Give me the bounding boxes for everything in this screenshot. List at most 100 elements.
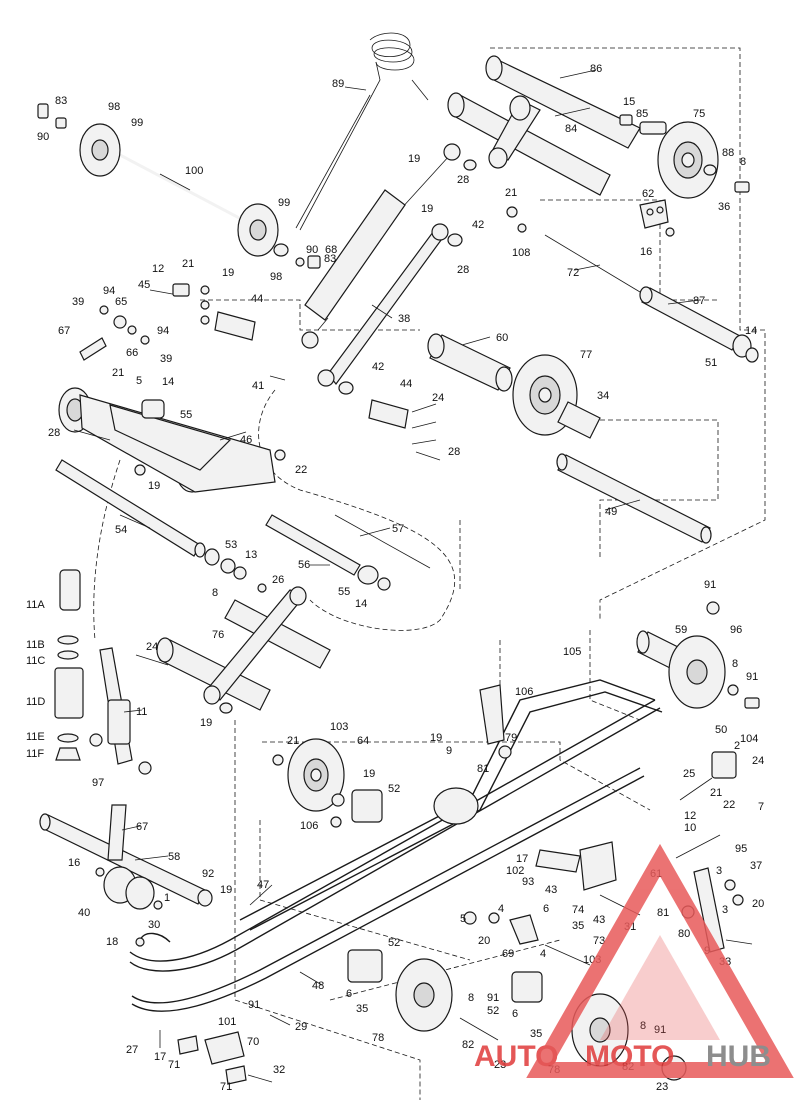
part-label: 100 <box>185 165 203 177</box>
part-label: 88 <box>722 147 734 159</box>
part-label: 50 <box>715 724 727 736</box>
part-label: 13 <box>245 549 257 561</box>
part-label: 49 <box>605 506 617 518</box>
shaft-87 <box>639 286 759 363</box>
part-label: 98 <box>108 101 120 113</box>
part-label: 73 <box>593 935 605 947</box>
part-label: 68 <box>325 244 337 256</box>
part-label: 71 <box>220 1081 232 1093</box>
part-label: 52 <box>388 783 400 795</box>
part-label: 102 <box>506 865 524 877</box>
part-label: 69 <box>502 948 514 960</box>
part-label: 56 <box>298 559 310 571</box>
part-label: 4 <box>498 903 504 915</box>
part-label: 108 <box>512 247 530 259</box>
assembly-dashed-lines <box>93 47 766 1100</box>
watermark-auto-text: AUTO <box>474 1040 558 1073</box>
part-label: 43 <box>545 884 557 896</box>
wheel-96-group <box>636 601 760 709</box>
part-label: 3 <box>716 865 722 877</box>
part-label: 23 <box>656 1081 668 1093</box>
front-axle-58 <box>39 804 213 910</box>
part-label: 11B <box>26 639 45 651</box>
part-label: 91 <box>704 579 716 591</box>
leader-lines <box>119 69 701 986</box>
part-label: 21 <box>710 787 722 799</box>
part-label: 47 <box>257 879 269 891</box>
part-label: 19 <box>148 480 160 492</box>
part-label: 83 <box>324 253 336 265</box>
part-label: 79 <box>505 732 517 744</box>
part-label: 35 <box>572 920 584 932</box>
front-arm-46 <box>58 387 286 493</box>
part-label: 16 <box>68 857 80 869</box>
bolt-45-group <box>79 283 190 361</box>
watermark-moto-text: MOTO <box>585 1040 674 1073</box>
part-label: 85 <box>636 108 648 120</box>
wheel-77-group <box>427 333 712 544</box>
part-label: 15 <box>623 96 635 108</box>
part-label: 87 <box>693 295 705 307</box>
part-label: 93 <box>522 876 534 888</box>
part-label: 52 <box>487 1005 499 1017</box>
part-label: 9 <box>446 745 452 757</box>
part-label: 57 <box>392 523 404 535</box>
part-label: 67 <box>58 325 70 337</box>
part-label: 101 <box>218 1016 236 1028</box>
part-label: 78 <box>372 1032 384 1044</box>
part-label: 19 <box>421 203 433 215</box>
part-label: 8 <box>732 658 738 670</box>
part-label: 105 <box>563 646 581 658</box>
part-label: 17 <box>516 853 528 865</box>
part-label: 7 <box>758 801 764 813</box>
part-label: 77 <box>580 349 592 361</box>
part-label: 8 <box>740 156 746 168</box>
part-label: 19 <box>408 153 420 165</box>
part-label: 38 <box>398 313 410 325</box>
part-label: 14 <box>745 325 757 337</box>
part-label: 22 <box>295 464 307 476</box>
part-label: 6 <box>346 988 352 1000</box>
link-38 <box>317 223 463 395</box>
part-label: 65 <box>115 296 127 308</box>
slide-rails <box>129 679 663 1012</box>
part-label: 12 <box>684 810 696 822</box>
part-label: 24 <box>146 641 158 653</box>
rear-shock-68 <box>301 143 477 349</box>
part-label: 11 <box>136 706 147 718</box>
part-label: 92 <box>202 868 214 880</box>
part-label: 18 <box>106 936 118 948</box>
automotohub-watermark: AUTO MOTO HUB <box>474 843 794 1078</box>
part-label: 42 <box>372 361 384 373</box>
upper-arm-84 <box>447 55 667 196</box>
part-label: 91 <box>248 999 260 1011</box>
part-label: 75 <box>693 108 705 120</box>
part-label: 51 <box>705 357 717 369</box>
part-label: 76 <box>212 629 224 641</box>
part-label: 46 <box>240 434 252 446</box>
part-label: 62 <box>642 188 654 200</box>
bracket-62 <box>506 199 675 237</box>
part-label: 74 <box>572 904 584 916</box>
part-label: 53 <box>225 539 237 551</box>
adjuster-rod-72 <box>544 234 641 293</box>
part-label: 66 <box>126 347 138 359</box>
part-label: 39 <box>72 296 84 308</box>
part-label: 4 <box>540 948 546 960</box>
part-label: 44 <box>251 293 263 305</box>
part-label: 94 <box>103 285 115 297</box>
shaft-54 <box>55 459 247 580</box>
part-label: 28 <box>448 446 460 458</box>
part-label: 72 <box>567 267 579 279</box>
part-label: 106 <box>300 820 318 832</box>
part-label: 1 <box>164 892 170 904</box>
part-label: 48 <box>312 980 324 992</box>
watermark-triangle-logo <box>526 843 794 1078</box>
part-label: 20 <box>752 898 764 910</box>
part-label: 30 <box>148 919 160 931</box>
part-label: 8 <box>212 587 218 599</box>
part-label: 35 <box>530 1028 542 1040</box>
part-label: 6 <box>543 903 549 915</box>
part-label: 19 <box>363 768 375 780</box>
